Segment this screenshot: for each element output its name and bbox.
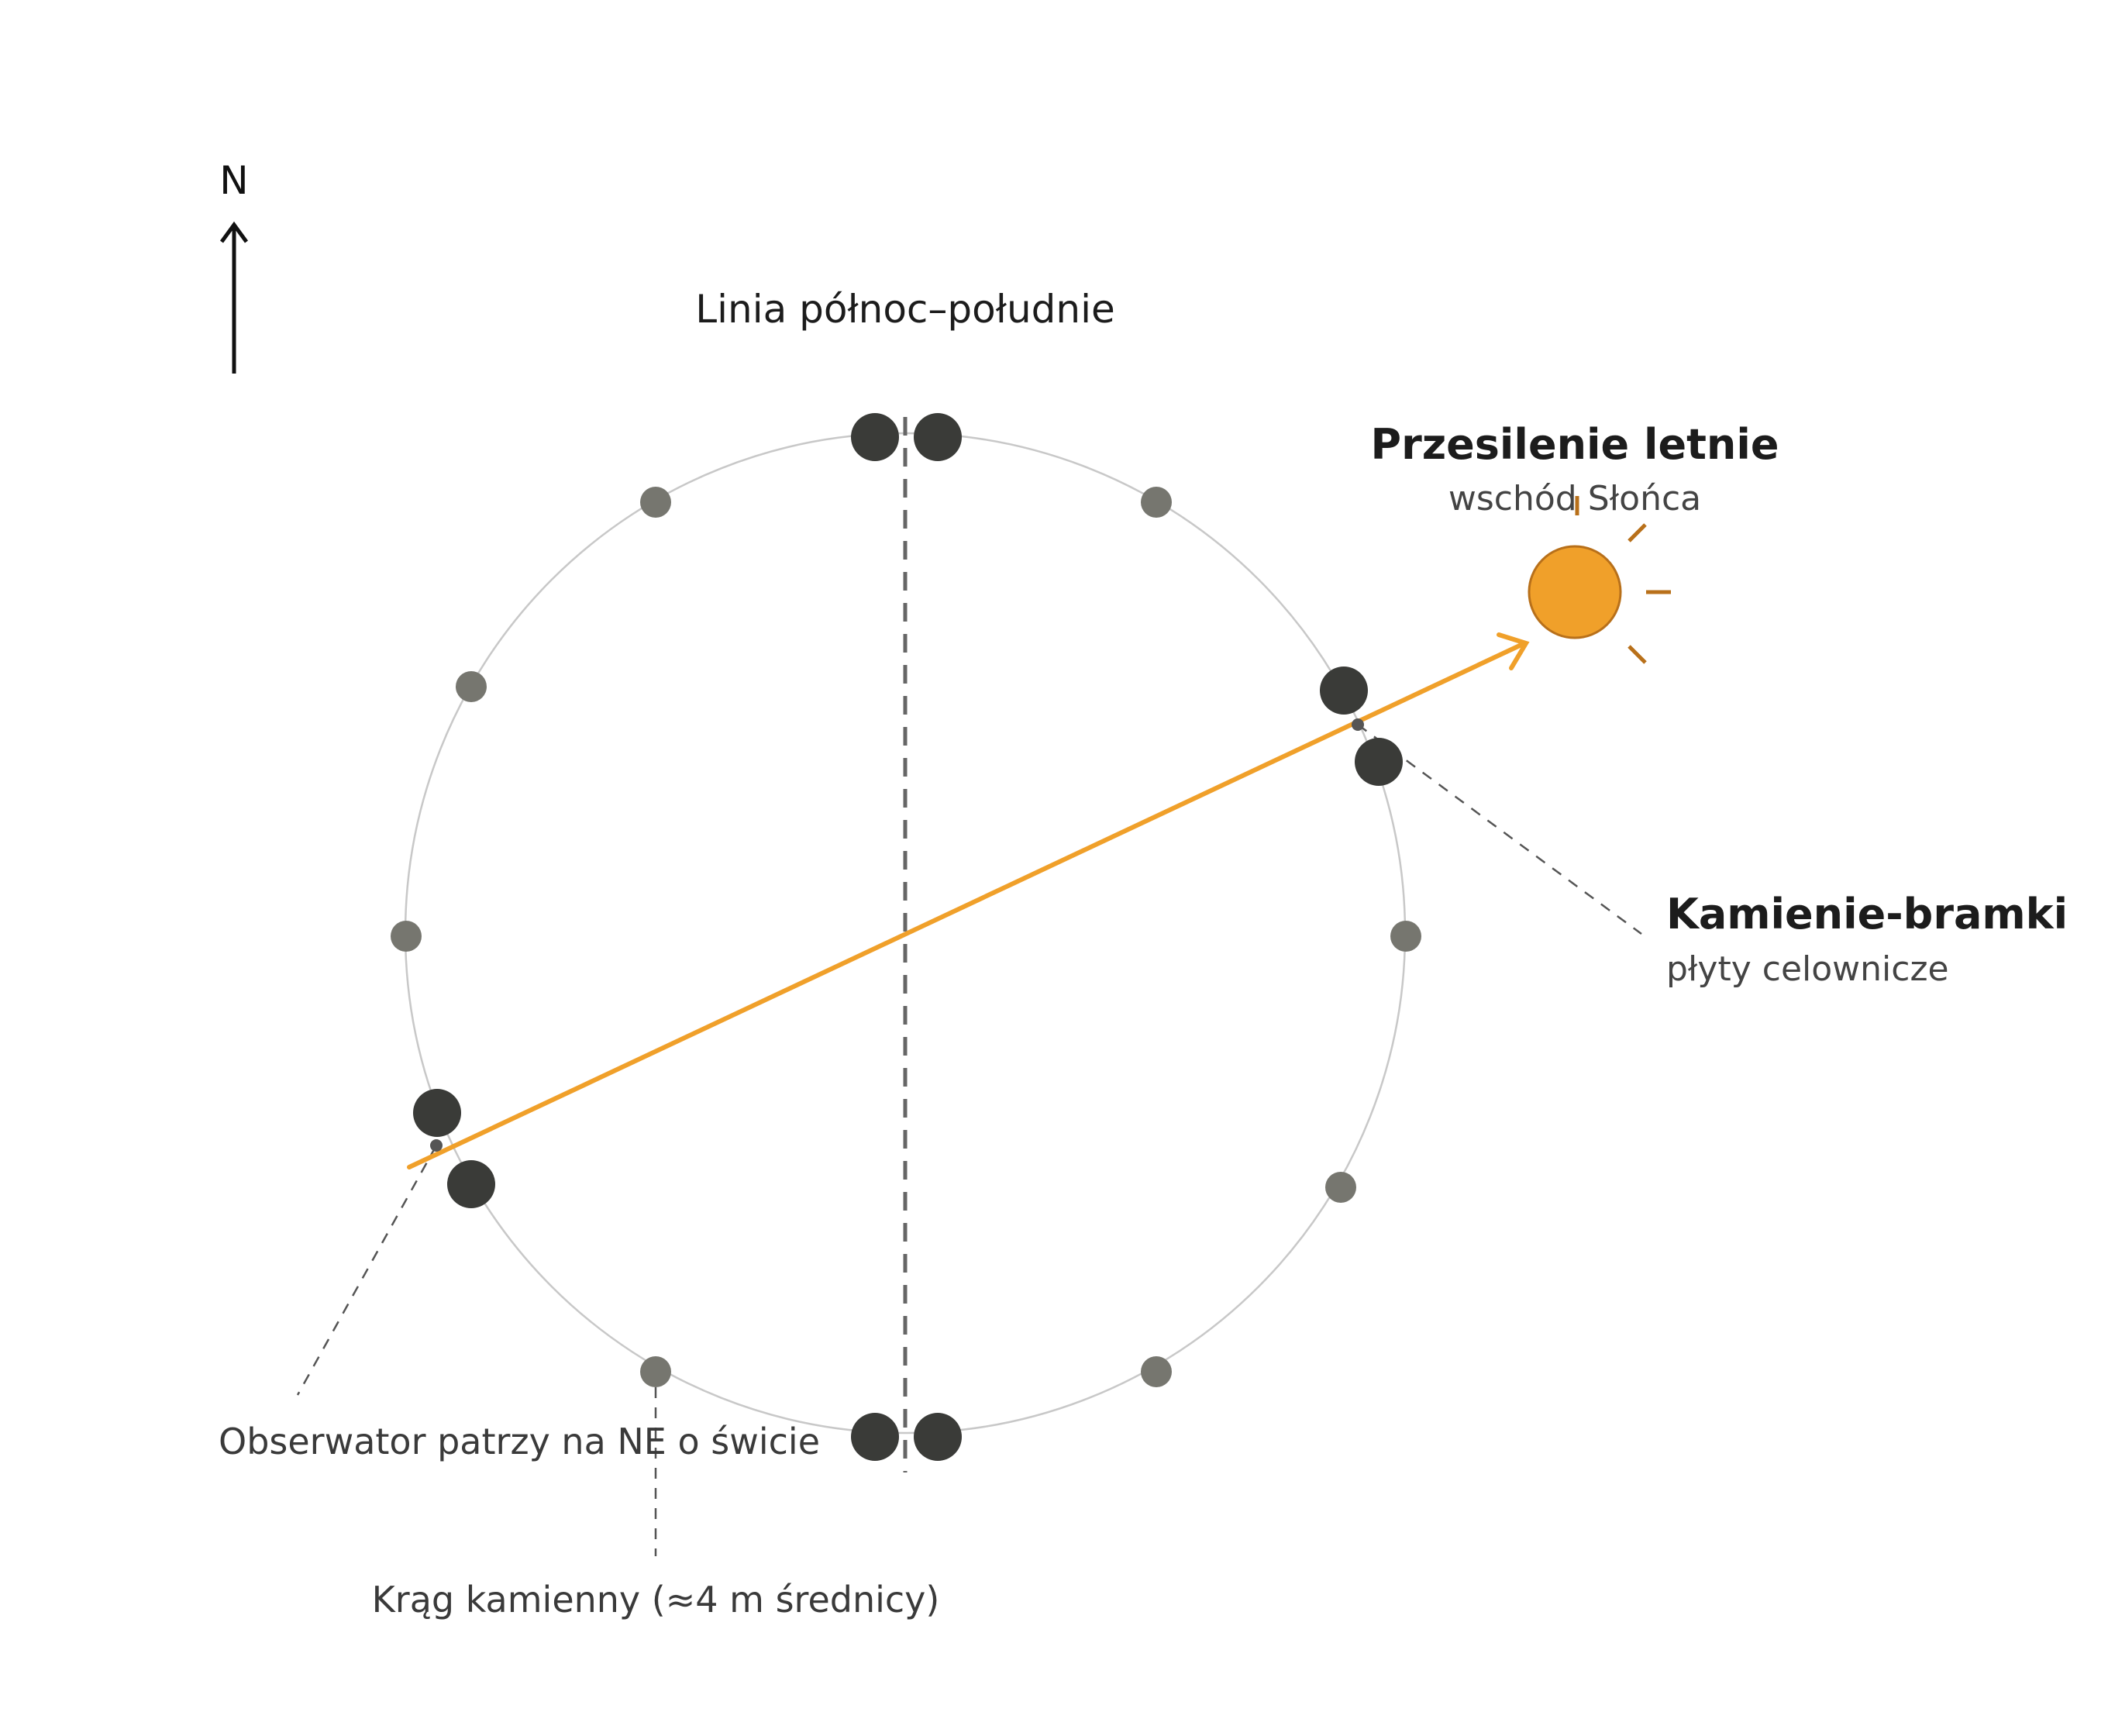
- small-stone: [391, 921, 422, 952]
- north-stone-left: [851, 413, 899, 461]
- small-stone: [1141, 1356, 1172, 1387]
- sight-line-arrowhead: [1497, 632, 1530, 670]
- sw-gap-marker: [430, 1139, 443, 1152]
- observer-leader-line: [296, 1145, 438, 1396]
- north-label: N: [219, 158, 248, 203]
- small-stone: [1325, 1172, 1356, 1203]
- north-stone-right: [914, 413, 962, 461]
- ne-gate-stone-upper: [1320, 666, 1368, 715]
- small-stone: [1141, 487, 1172, 518]
- solstice-subtitle: wschód Słońca: [1448, 479, 1701, 518]
- sw-gate-stone-lower: [447, 1160, 495, 1208]
- south-stone-right: [914, 1413, 962, 1461]
- observer-label: Obserwator patrzy na NE o świcie: [219, 1421, 820, 1462]
- solstice-title: Przesilenie letnie: [1371, 420, 1779, 469]
- small-stone: [640, 1356, 671, 1387]
- ne-gate-stone-lower: [1355, 738, 1403, 786]
- small-stone: [456, 671, 487, 702]
- ns-line-label: Linia północ–południe: [695, 287, 1114, 332]
- gate-stones-title: Kamienie-bramki: [1666, 890, 2068, 939]
- stone-circle-label: Krąg kamienny (≈4 m średnicy): [372, 1579, 940, 1621]
- solstice-sight-line: [407, 642, 1524, 1169]
- small-stones: [391, 487, 1421, 1387]
- ne-gap-marker: [1352, 718, 1364, 731]
- small-stone: [640, 487, 671, 518]
- south-stone-left: [851, 1413, 899, 1461]
- north-arrow: [219, 221, 249, 374]
- large-stones: [413, 413, 1403, 1461]
- sun-icon: [1528, 496, 1671, 664]
- small-stone: [1390, 921, 1421, 952]
- gate-stones-subtitle: płyty celownicze: [1666, 949, 1949, 989]
- sw-gate-stone-upper: [413, 1089, 461, 1137]
